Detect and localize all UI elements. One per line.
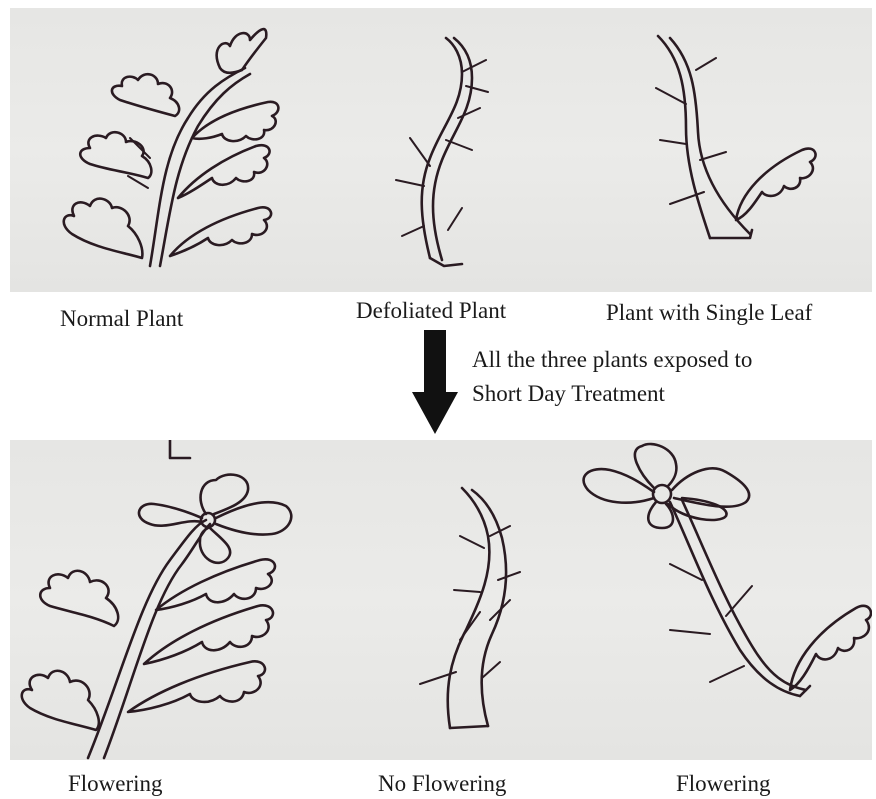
after-treatment-panel [10, 440, 872, 760]
defoliated-plant-drawing [396, 38, 488, 266]
treatment-text-line2: Short Day Treatment [472, 381, 665, 407]
normal-plant-label: Normal Plant [60, 306, 183, 332]
single-leaf-plant-drawing [656, 36, 816, 238]
single-leaf-plant-result-label: Flowering [676, 771, 771, 797]
single-leaf-plant-flowering-drawing [584, 444, 871, 696]
single-leaf-plant-label: Plant with Single Leaf [606, 300, 812, 326]
normal-plant-flowering-drawing [22, 440, 292, 758]
defoliated-plant-no-flowering-drawing [420, 488, 520, 728]
defoliated-plant-result-label: No Flowering [378, 771, 506, 797]
treatment-text-line1: All the three plants exposed to [472, 347, 752, 373]
before-treatment-panel [10, 8, 872, 292]
down-arrow-icon [412, 330, 458, 434]
normal-plant-drawing [64, 29, 279, 266]
defoliated-plant-label: Defoliated Plant [356, 298, 506, 324]
normal-plant-result-label: Flowering [68, 771, 163, 797]
